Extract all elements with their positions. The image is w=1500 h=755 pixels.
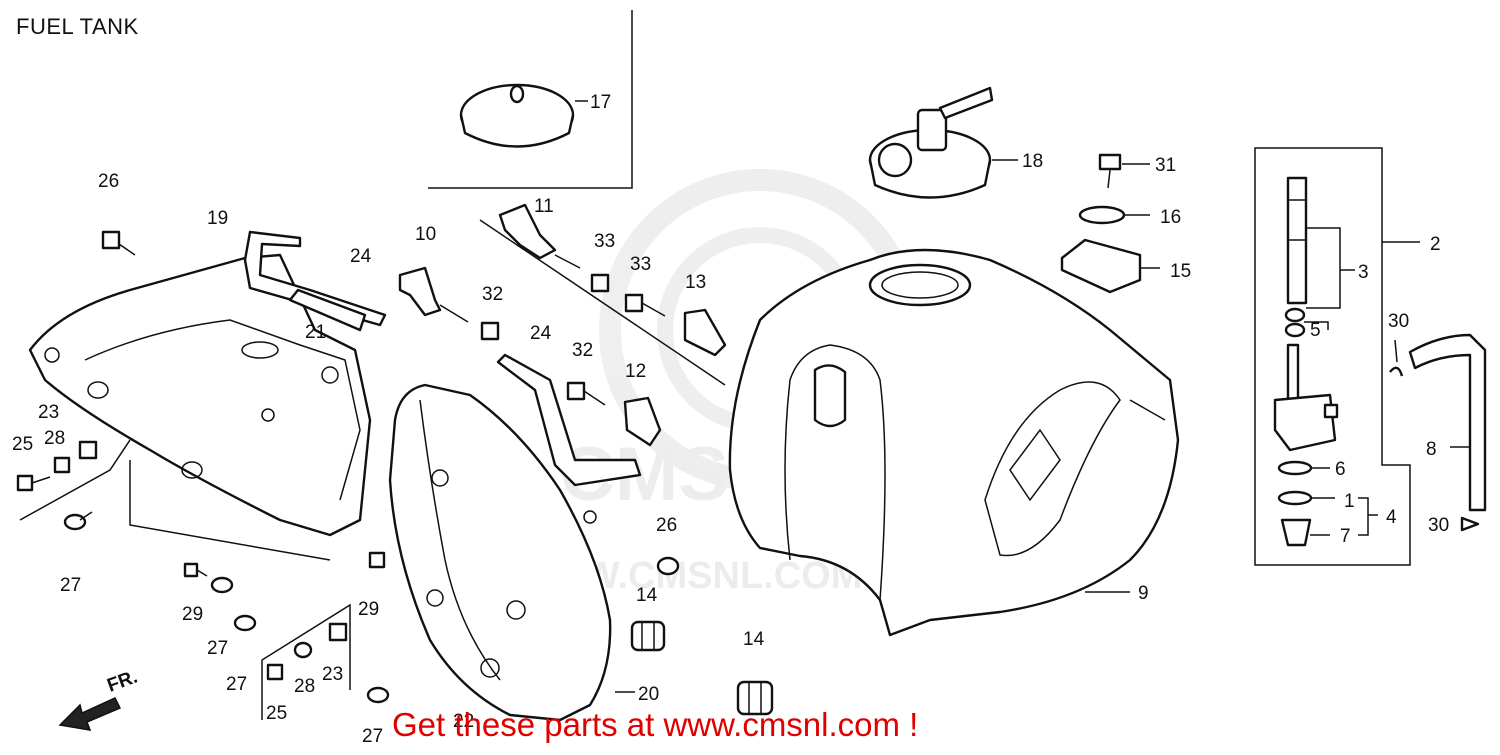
fuel-strainer-3 [1286, 176, 1308, 305]
clip-13 [683, 308, 727, 357]
callout-20: 20 [638, 684, 659, 705]
callout-23a: 23 [38, 402, 59, 423]
callout-33b: 33 [630, 254, 651, 275]
callout-16: 16 [1160, 207, 1181, 228]
callout-6: 6 [1335, 459, 1346, 480]
locking-cap-18 [868, 86, 994, 199]
bracket-24-left [288, 288, 367, 332]
washer-16 [1078, 205, 1126, 225]
callout-labels: 1 2 3 4 5 6 7 8 9 10 11 12 13 14 14 15 1… [12, 92, 1449, 747]
callout-22: 22 [453, 711, 474, 732]
callout-31: 31 [1155, 155, 1176, 176]
callout-5: 5 [1310, 320, 1321, 341]
clip-30 [1389, 366, 1404, 377]
screw-27-b [210, 576, 234, 594]
callout-27d: 27 [362, 726, 383, 747]
grommet-14-a [630, 620, 666, 652]
washer-28-left [53, 456, 71, 474]
cushion-15 [1060, 238, 1142, 294]
callout-33a: 33 [594, 231, 615, 252]
bracket-10 [398, 266, 442, 317]
shroud-right-20 [388, 383, 612, 722]
callout-19: 19 [207, 208, 228, 229]
callout-30a: 30 [1388, 311, 1409, 332]
callout-29a: 29 [182, 604, 203, 625]
callout-14b: 14 [743, 629, 765, 650]
callout-18: 18 [1022, 151, 1043, 172]
callout-14a: 14 [636, 585, 658, 606]
callout-28b: 28 [294, 676, 315, 697]
footer-link[interactable]: Get these parts at www.cmsnl.com ! [392, 706, 919, 743]
front-direction-arrow [58, 697, 122, 731]
screw-27-d [366, 686, 390, 704]
callout-32b: 32 [572, 340, 593, 361]
clip-30b [1460, 516, 1480, 532]
bolt-33-b [624, 293, 666, 317]
callout-8: 8 [1426, 439, 1437, 460]
callout-25b: 25 [266, 703, 287, 724]
nut-23-left [78, 440, 98, 460]
callout-23b: 23 [322, 664, 343, 685]
cap-box-outline [428, 10, 633, 189]
fuel-tank-9 [728, 248, 1180, 637]
callout-24b: 24 [530, 323, 552, 344]
callout-24a: 24 [350, 246, 372, 267]
callout-12: 12 [625, 361, 646, 382]
callout-27a: 27 [60, 575, 81, 596]
bolt-26-left [101, 230, 136, 256]
callout-7: 7 [1340, 526, 1351, 547]
callout-26b: 26 [656, 515, 677, 536]
o-ring-1 [1277, 490, 1313, 506]
callout-21: 21 [305, 322, 326, 343]
callout-27c: 27 [226, 674, 247, 695]
sediment-cup-7 [1280, 518, 1312, 547]
shroud-left-21 [28, 253, 372, 537]
callout-3: 3 [1358, 262, 1369, 283]
bracket-24-right [496, 353, 642, 487]
clip-12 [623, 396, 662, 447]
bolt-31 [1098, 153, 1122, 189]
screw-27-c [233, 614, 257, 632]
bolt-25-lower [266, 663, 284, 681]
nut-23-lower [328, 622, 348, 642]
bolt-26-right [656, 556, 680, 576]
callout-32a: 32 [482, 284, 503, 305]
callout-2: 2 [1430, 234, 1441, 255]
callout-26a: 26 [98, 171, 119, 192]
bolt-25-left [16, 474, 51, 492]
fuel-tube-8 [1408, 333, 1487, 512]
screw-27-a [63, 511, 93, 531]
callout-17: 17 [590, 92, 611, 113]
callout-25a: 25 [12, 434, 33, 455]
direction-label: FR. [105, 666, 141, 696]
callout-13: 13 [685, 272, 706, 293]
fuel-cock-body [1273, 343, 1339, 452]
grommet-14-b [736, 680, 774, 716]
bracket-11 [498, 203, 557, 260]
callout-15: 15 [1170, 261, 1191, 282]
bolt-32-b [566, 381, 606, 406]
screw-29-a [183, 562, 208, 578]
callout-1: 1 [1344, 491, 1355, 512]
callout-10: 10 [415, 224, 436, 245]
leader-line [479, 219, 726, 386]
callout-4: 4 [1386, 507, 1397, 528]
screw-29-b [368, 551, 386, 569]
callout-28a: 28 [44, 428, 65, 449]
callout-27b: 27 [207, 638, 228, 659]
callout-29b: 29 [358, 599, 379, 620]
diagram-title: FUEL TANK [16, 14, 139, 39]
bolt-33-a [590, 273, 610, 293]
bolt-32-a [480, 321, 500, 341]
callout-11: 11 [534, 196, 554, 217]
washer-28-lower [293, 641, 313, 659]
petcock-box [1254, 147, 1411, 566]
fuel-cap-17 [459, 83, 575, 148]
gasket-6 [1277, 460, 1313, 476]
callout-30b: 30 [1428, 515, 1449, 536]
o-ring-5 [1284, 307, 1306, 323]
callout-9: 9 [1138, 583, 1149, 604]
